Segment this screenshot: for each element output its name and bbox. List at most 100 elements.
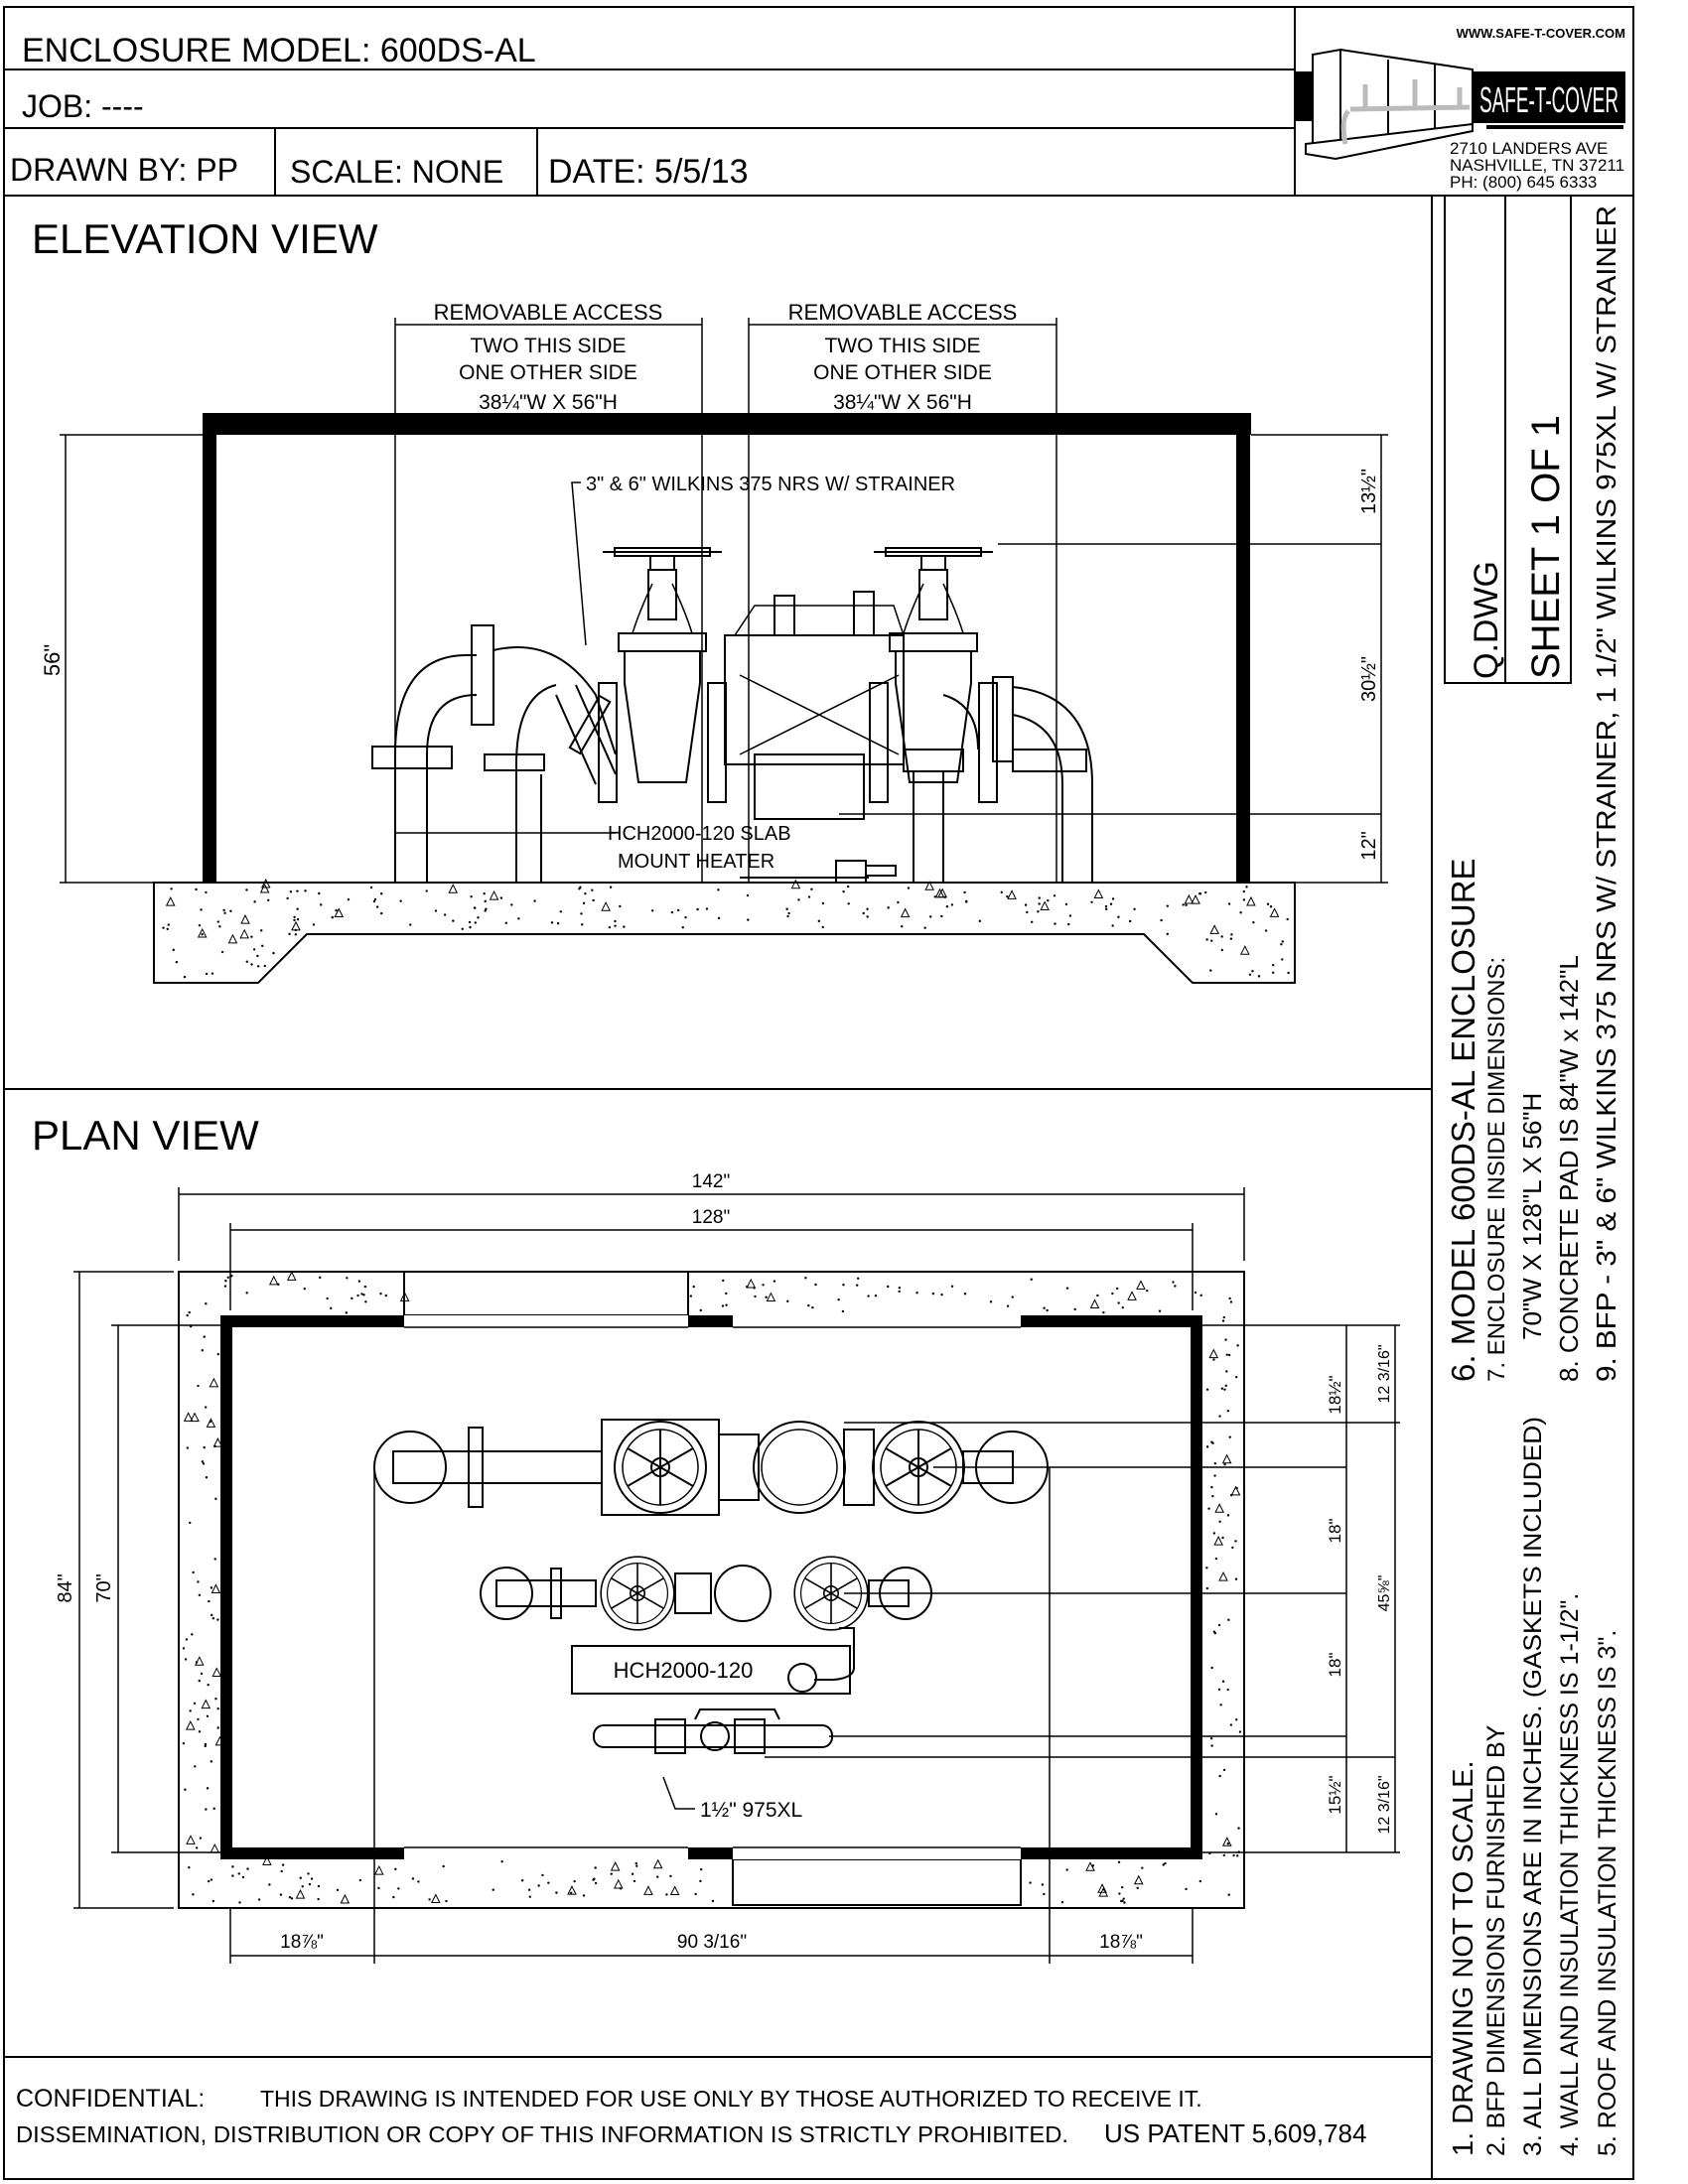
dim-middle: 30½"	[1358, 656, 1380, 702]
concrete-speck	[1238, 1730, 1242, 1733]
concrete-speck	[1104, 907, 1108, 910]
note-9: 9. BFP - 3" & 6" WILKINS 375 NRS W/ STRA…	[1591, 205, 1621, 1382]
concrete-speck	[1217, 1623, 1221, 1627]
concrete-speck	[1231, 1546, 1234, 1550]
concrete-speck	[373, 1864, 384, 1875]
enclosure-roof	[203, 413, 1251, 435]
concrete-speck	[272, 951, 275, 955]
concrete-speck	[520, 1879, 524, 1882]
concrete-speck	[204, 1744, 207, 1748]
concrete-speck	[227, 933, 238, 944]
concrete-speck	[231, 1865, 234, 1868]
concrete-speck	[186, 1446, 190, 1449]
concrete-speck	[194, 1765, 197, 1768]
concrete-speck	[747, 918, 750, 921]
safe-t-cover-logo: WWW.SAFE-T-COVER.COM SAFE-T-COVER 2710 L…	[1296, 26, 1625, 192]
concrete-speck	[245, 960, 248, 963]
concrete-speck	[1194, 1291, 1197, 1295]
concrete-speck	[517, 917, 520, 920]
concrete-speck	[1118, 1892, 1121, 1895]
dim-outer-1: 12 3/16"	[1376, 1344, 1393, 1403]
concrete-speck	[281, 1863, 285, 1866]
concrete-speck	[189, 1709, 192, 1712]
concrete-speck	[1246, 895, 1256, 906]
concrete-speck	[1228, 1435, 1231, 1438]
concrete-speck	[347, 897, 351, 901]
concrete-speck	[356, 1294, 359, 1297]
concrete-speck	[216, 920, 219, 923]
concrete-speck	[1213, 1474, 1216, 1477]
concrete-speck	[1164, 1861, 1167, 1865]
concrete-speck	[257, 1898, 261, 1901]
dim-bottom: 12"	[1358, 831, 1380, 860]
concrete-pad-plan	[178, 1271, 1245, 1909]
concrete-speck	[725, 1292, 728, 1296]
concrete-speck	[1047, 898, 1050, 902]
concrete-speck	[1184, 893, 1195, 904]
concrete-speck	[1226, 1688, 1229, 1692]
concrete-speck	[746, 1285, 749, 1289]
concrete-speck	[290, 1897, 294, 1900]
concrete-speck	[1185, 1887, 1188, 1891]
concrete-speck	[186, 1720, 196, 1730]
concrete-speck	[1210, 1744, 1213, 1747]
concrete-speck	[211, 1667, 222, 1677]
concrete-speck	[1236, 1854, 1239, 1857]
concrete-speck	[172, 948, 175, 952]
concrete-speck	[1227, 1353, 1231, 1357]
concrete-speck	[1209, 924, 1219, 934]
concrete-speck	[483, 892, 486, 895]
concrete-speck	[241, 1875, 245, 1879]
concrete-speck	[669, 1874, 672, 1878]
concrete-speck	[203, 1335, 206, 1338]
concrete-speck	[195, 887, 198, 891]
concrete-speck	[346, 1277, 349, 1280]
concrete-speck	[351, 1297, 353, 1300]
concrete-speck	[579, 886, 582, 889]
concrete-speck	[1146, 1289, 1149, 1293]
concrete-speck	[614, 924, 617, 927]
concrete-speck	[428, 1898, 431, 1901]
concrete-speck	[1207, 1507, 1210, 1510]
concrete-speck	[364, 1300, 367, 1303]
concrete-speck	[369, 886, 373, 889]
concrete-speck	[847, 902, 850, 905]
concrete-speck	[431, 1893, 441, 1903]
confidential-label: CONFIDENTIAL:	[16, 2085, 205, 2113]
concrete-speck	[1000, 890, 1003, 894]
concrete-speck	[192, 1570, 195, 1574]
concrete-speck	[766, 1292, 776, 1302]
concrete-speck	[898, 1287, 902, 1290]
concrete-speck	[1230, 933, 1233, 936]
concrete-speck	[573, 1879, 576, 1883]
concrete-speck	[1213, 1461, 1217, 1465]
concrete-speck	[307, 1872, 310, 1875]
concrete-speck	[301, 1885, 304, 1888]
concrete-speck	[804, 1277, 807, 1280]
note-7: 7. ENCLOSURE INSIDE DIMENSIONS:	[1483, 957, 1510, 1382]
concrete-speck	[209, 1377, 219, 1388]
drawn-by-label: DRAWN BY: PP	[10, 152, 238, 188]
concrete-speck	[1127, 1291, 1137, 1300]
concrete-speck	[256, 954, 259, 958]
scale-label: SCALE: NONE	[290, 154, 503, 190]
concrete-speck	[1141, 1866, 1144, 1869]
concrete-speck	[725, 1303, 728, 1306]
concrete-speck	[245, 1292, 248, 1295]
concrete-speck	[392, 1895, 395, 1899]
concrete-speck	[569, 1891, 573, 1894]
concrete-speck	[185, 1638, 189, 1641]
concrete-speck	[1251, 970, 1254, 973]
dim-pad-length: 142"	[692, 1171, 730, 1192]
concrete-speck	[537, 1884, 540, 1887]
concrete-speck	[250, 963, 253, 966]
concrete-speck	[1123, 1901, 1126, 1904]
concrete-speck	[897, 900, 900, 904]
concrete-speck	[190, 1412, 200, 1423]
concrete-speck	[963, 890, 966, 894]
concrete-hatch	[182, 1271, 1242, 1904]
concrete-speck	[1198, 1879, 1202, 1883]
concrete-speck	[1221, 1319, 1225, 1322]
concrete-speck	[182, 1741, 186, 1745]
concrete-speck	[721, 1304, 725, 1307]
